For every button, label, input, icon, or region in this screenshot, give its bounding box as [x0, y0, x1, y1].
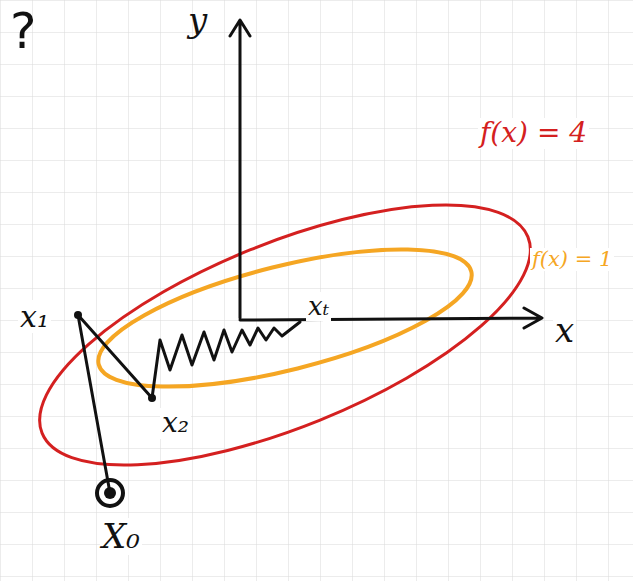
level-label: f(x) = 4: [478, 118, 589, 149]
question-mark: ?: [8, 4, 39, 59]
point-label: xₜ: [306, 292, 331, 321]
level-set-outer: [8, 152, 563, 519]
point-label: X₀: [100, 518, 142, 555]
axis-label: x: [553, 312, 576, 349]
y-axis: [230, 20, 250, 318]
point-label: x₂: [160, 408, 191, 439]
start-dot: [104, 487, 116, 499]
iterate-dot: [74, 311, 82, 319]
descent-path: [78, 315, 300, 493]
level-label: f(x) = 1: [530, 248, 614, 271]
x-axis: [240, 308, 542, 328]
start-ring: [97, 480, 123, 506]
point-label: x₁: [18, 300, 51, 333]
iterate-dot: [148, 394, 156, 402]
axis-label: y: [186, 2, 209, 39]
